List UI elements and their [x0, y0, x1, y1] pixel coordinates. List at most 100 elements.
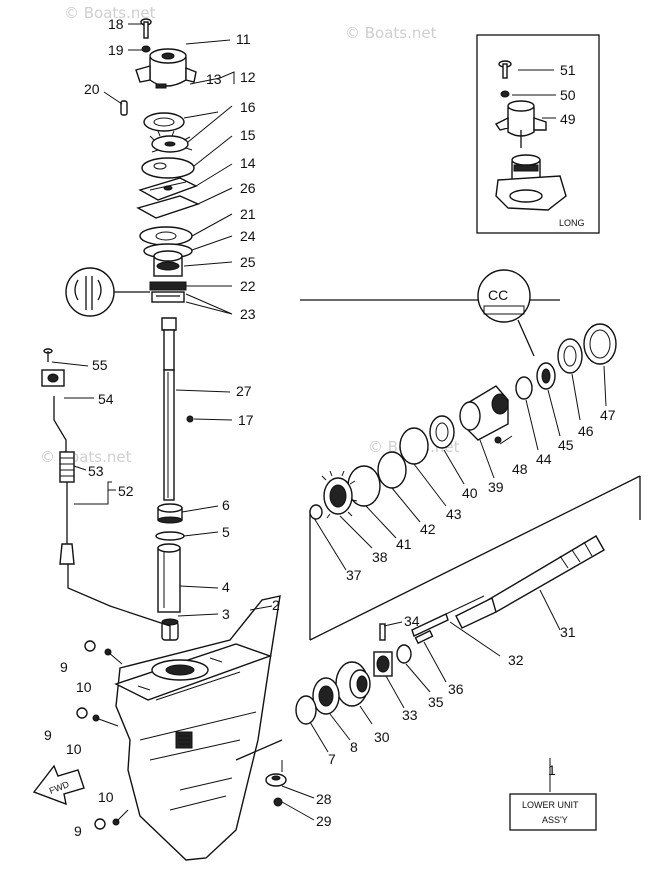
shift-rod-assembly [41, 348, 171, 640]
callout-26: 26 [240, 180, 256, 196]
part-51-bolt [498, 60, 512, 79]
part-8-bearing [312, 677, 340, 715]
callout-30: 30 [374, 729, 390, 745]
assembly-line-1: LOWER UNIT [522, 800, 579, 810]
part-21-plate [139, 226, 193, 246]
part-49-pump-housing [494, 100, 547, 148]
part-11-pump-housing [135, 48, 197, 89]
part-14-outer-plate [138, 177, 198, 201]
callout-39: 39 [488, 479, 504, 495]
part-50-washer [500, 90, 510, 98]
watermark: © Boats.net [64, 4, 156, 22]
callout-10c: 10 [98, 789, 114, 805]
callout-41: 41 [396, 536, 412, 552]
drive-shaft-assembly [155, 317, 194, 641]
callout-21: 21 [240, 206, 256, 222]
callout-6: 6 [222, 497, 230, 513]
callout-3: 3 [222, 606, 230, 622]
part-5-shim [155, 531, 185, 541]
part-42-shim [377, 451, 407, 489]
part-44-bearing [515, 376, 533, 400]
fwd-direction-arrow: FWD [32, 764, 85, 806]
inset-lower-housing [495, 154, 567, 211]
callout-19: 19 [108, 42, 124, 58]
part-20-dowel-pin [120, 100, 128, 116]
callout-53: 53 [88, 463, 104, 479]
inset-frame [476, 34, 600, 234]
callout-2: 2 [272, 597, 280, 613]
part-13-insert [143, 112, 185, 132]
callout-47: 47 [600, 407, 616, 423]
part-35-clip [396, 644, 412, 664]
part-34-pin [379, 623, 386, 641]
callout-18: 18 [108, 16, 124, 32]
part-33-dog-clutch [373, 651, 393, 677]
assembly-line-2: ASS'Y [542, 815, 568, 825]
callout-38: 38 [372, 549, 388, 565]
callout-24: 24 [240, 228, 256, 244]
part-29-nut [273, 797, 283, 807]
part-43-o-ring [399, 427, 429, 465]
callout-9c: 9 [74, 823, 82, 839]
part-15-gasket [141, 157, 195, 179]
callout-37: 37 [346, 567, 362, 583]
callout-43: 43 [446, 506, 462, 522]
callout-5: 5 [222, 524, 230, 540]
callout-46: 46 [578, 423, 594, 439]
part-26-gasket [136, 195, 200, 219]
callout-28: 28 [316, 791, 332, 807]
callout-20: 20 [84, 81, 100, 97]
part-16-impeller [149, 130, 193, 153]
callout-17: 17 [238, 412, 254, 428]
callout-34: 34 [404, 613, 420, 629]
case-fasteners [76, 640, 129, 830]
callout-50: 50 [560, 87, 576, 103]
callout-13: 13 [206, 71, 222, 87]
callout-36: 36 [448, 681, 464, 697]
callout-22: 22 [240, 278, 256, 294]
callout-49: 49 [560, 111, 576, 127]
part-38-reverse-gear [321, 470, 358, 519]
inset-label: LONG [559, 218, 585, 228]
lower-unit-assembly-box: LOWER UNIT ASS'Y [509, 793, 597, 831]
shift-rod-upper [53, 396, 67, 460]
callout-12: 12 [240, 69, 256, 85]
long-shaft-inset: LONG 51 50 49 [476, 34, 600, 234]
callout-33: 33 [402, 707, 418, 723]
propeller-shaft-section: CC [295, 269, 641, 725]
callout-9a: 9 [60, 659, 68, 675]
water-pump-stack [65, 18, 200, 317]
callout-1: 1 [548, 762, 556, 778]
part-39-housing [459, 385, 509, 441]
callout-45: 45 [558, 437, 574, 453]
part-4-sleeve [157, 543, 181, 613]
callout-29: 29 [316, 813, 332, 829]
part-45-seal [536, 362, 556, 390]
leader-lines [51, 23, 607, 821]
callout-51: 51 [560, 62, 576, 78]
part-47-circlip [583, 323, 617, 365]
callout-31: 31 [560, 624, 576, 640]
part-37-shim [309, 504, 323, 520]
callout-7: 7 [328, 751, 336, 767]
callout-14: 14 [240, 155, 256, 171]
callout-10a: 10 [76, 679, 92, 695]
callout-25: 25 [240, 254, 256, 270]
watermark: © Boats.net [40, 448, 132, 466]
callout-48: 48 [512, 461, 528, 477]
callout-52: 52 [118, 483, 134, 499]
callout-54: 54 [98, 391, 114, 407]
part-32-shift-plunger [411, 595, 485, 637]
callout-15: 15 [240, 127, 256, 143]
part-31-propeller-shaft [455, 535, 605, 629]
callout-40: 40 [462, 485, 478, 501]
part-53-shift-rod-boot [59, 451, 75, 483]
callout-44: 44 [536, 451, 552, 467]
part-30-forward-gear [335, 661, 371, 707]
insert-seal-label: CC [488, 287, 508, 303]
callout-27: 27 [236, 383, 252, 399]
part-6-bearing [157, 503, 183, 524]
callout-35: 35 [428, 694, 444, 710]
oil-seal-detail-insert [65, 267, 150, 317]
